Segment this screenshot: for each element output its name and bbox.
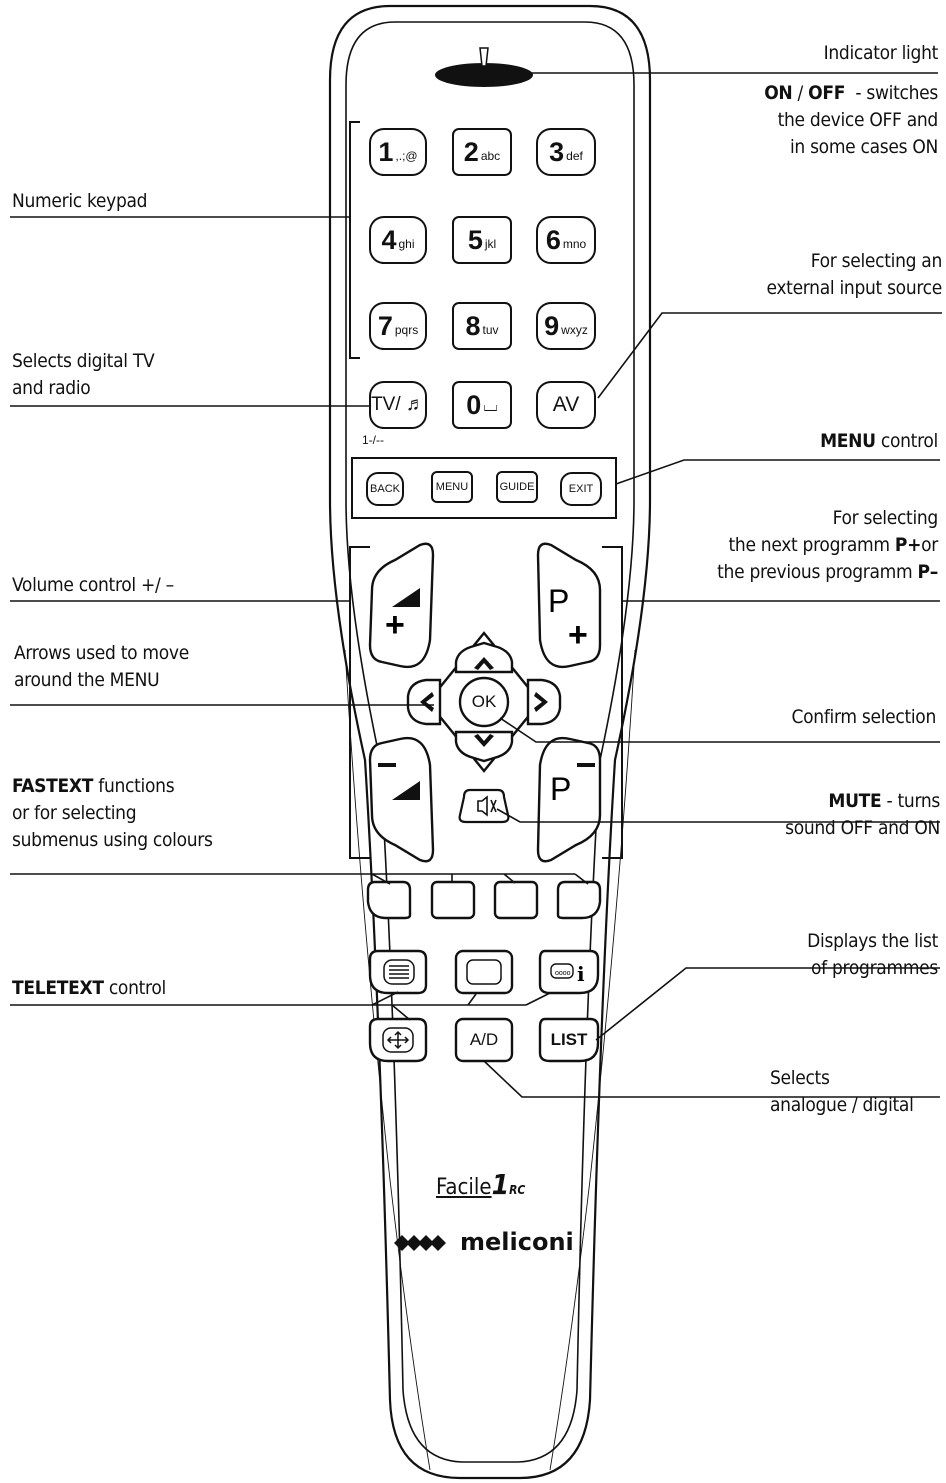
svg-text:P: P: [548, 583, 569, 619]
fastext-yellow-key: [493, 880, 539, 920]
leader-external: [597, 312, 942, 399]
zoom-icon: [382, 1027, 414, 1053]
leader-teletext: [10, 991, 551, 1021]
label-digital-tv: Selects digital TV and radio: [12, 350, 155, 399]
label-menu-control: MENU control: [820, 430, 938, 452]
label-external-input: For selecting an external input source: [766, 250, 942, 299]
label-arrows: Arrows used to move around the MENU: [14, 642, 189, 691]
back-key[interactable]: BACK: [366, 472, 404, 506]
remote-outer-shell: [328, 4, 652, 1480]
fastext-green-key: [430, 880, 476, 920]
key-1[interactable]: 1,.;@: [369, 128, 427, 176]
exit-key[interactable]: EXIT: [560, 472, 602, 506]
leader-lines: [10, 72, 942, 1098]
label-indicator-light: Indicator light: [823, 42, 939, 64]
fastext-blue-key: [556, 880, 602, 920]
menu-row-frame: [351, 457, 617, 519]
label-mute: MUTE - turns sound OFF and ON: [785, 790, 940, 839]
svg-text:P: P: [550, 771, 571, 807]
menu-key[interactable]: MENU: [431, 471, 473, 503]
label-confirm: Confirm selection: [791, 706, 937, 728]
mute-icon: [477, 795, 497, 817]
ok-key-ring: [458, 676, 510, 728]
indicator-light-tip: [479, 47, 489, 67]
guide-key[interactable]: GUIDE: [496, 471, 538, 503]
fastext-red-key: [366, 880, 412, 920]
program-bracket: [602, 546, 623, 859]
label-programme: For selecting the next programm P+or the…: [717, 507, 938, 583]
list-key-label: LIST: [550, 1030, 588, 1049]
svg-text:oooo: oooo: [555, 970, 571, 977]
arrow-up-icon: [474, 657, 494, 670]
leader-mute: [496, 808, 940, 823]
leader-fastext: [10, 873, 589, 885]
indicator-light-lens: [435, 63, 533, 87]
tv-screen-icon: [466, 959, 502, 985]
remote-rail-left: [344, 649, 431, 1471]
product-name: Facile1RC: [436, 1168, 526, 1201]
label-numeric-keypad: Numeric keypad: [12, 190, 148, 212]
label-fastext: FASTEXT functions or for selecting subme…: [12, 775, 213, 851]
brand-logo: meliconi: [392, 1228, 574, 1256]
tv-mode-key: [454, 949, 514, 995]
meliconi-logo-icon: [394, 1235, 446, 1251]
label-list: Displays the list of programmes: [807, 930, 938, 979]
keypad-bracket: [349, 121, 360, 359]
arrow-down-icon: [474, 734, 494, 747]
leader-menu: [615, 459, 940, 485]
svg-text:+: +: [568, 616, 588, 654]
key-0[interactable]: 0⌴: [452, 381, 512, 429]
remote-rail-right: [549, 649, 636, 1471]
leader-confirm: [499, 717, 940, 743]
mute-key: [458, 788, 510, 824]
program-up-key: [536, 542, 602, 669]
info-key-label: i: [577, 962, 585, 986]
label-volume: Volume control +/ –: [12, 574, 174, 596]
info-list-icon: [550, 963, 574, 979]
digits-label: 1-/--: [362, 433, 384, 447]
ok-key[interactable]: OK: [471, 692, 497, 711]
label-teletext: TELETEXT control: [12, 977, 166, 999]
label-onoff: ON / OFF - switches the device OFF and i…: [764, 82, 938, 158]
teletext-icon: [383, 959, 415, 985]
ad-key-label: A/D: [469, 1030, 499, 1049]
av-key[interactable]: AV: [536, 381, 596, 429]
leader-ad: [483, 1060, 940, 1098]
svg-text:+: +: [385, 606, 405, 644]
arrow-left-icon: [420, 692, 434, 712]
leader-list: [595, 967, 940, 1041]
teletext-key: [368, 949, 428, 995]
program-down-key: [536, 736, 602, 863]
tv-radio-key[interactable]: TV/ ♬: [369, 381, 427, 429]
list-key: [538, 1017, 600, 1063]
arrow-right-icon: [534, 692, 548, 712]
volume-bracket: [349, 546, 370, 859]
info-key: [538, 949, 600, 995]
label-analogue-digital: Selects analogue / digital: [770, 1067, 914, 1116]
remote-inner-shell: [345, 21, 635, 1463]
